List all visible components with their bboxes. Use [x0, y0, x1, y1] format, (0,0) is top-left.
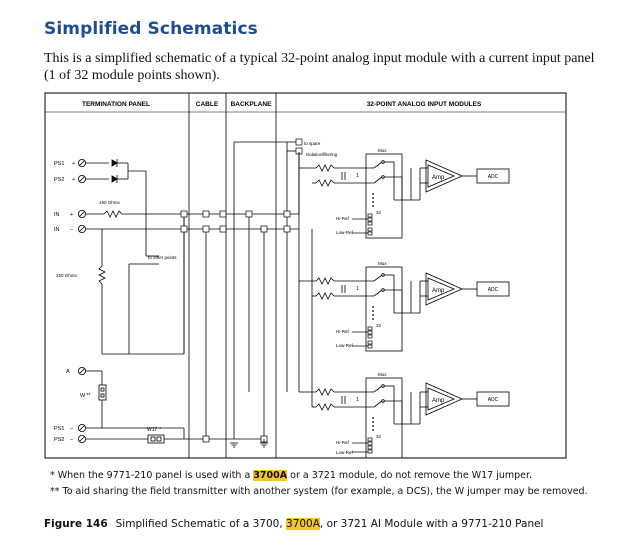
- svg-text:Amp: Amp: [432, 398, 445, 404]
- svg-text:Low-Ref: Low-Ref: [336, 230, 354, 235]
- caption-highlight: 3700A: [286, 518, 320, 530]
- svg-text:PS1: PS1: [54, 426, 64, 432]
- footnote-2: ** To aid sharing the field transmitter …: [50, 486, 588, 497]
- svg-text:32: 32: [376, 434, 382, 439]
- svg-text:ADC: ADC: [488, 397, 499, 403]
- module-2: 1 Mux 32 Hi-Ref Low-Ref Amp ADC: [315, 261, 510, 352]
- svg-text:–: –: [70, 437, 74, 443]
- header-modules: 32-POINT ANALOG INPUT MODULES: [367, 101, 482, 108]
- svg-text:PS2: PS2: [54, 437, 64, 443]
- terminal-icons: [78, 158, 86, 444]
- w17-label: W17*: [147, 427, 161, 433]
- module-1: 1 Mux 32 Hi-Ref Low-Ref Amp ADC: [315, 148, 510, 239]
- svg-text:32: 32: [376, 323, 382, 328]
- w-jumper: [86, 370, 107, 428]
- svg-text:32: 32: [376, 210, 382, 215]
- header-termination-panel: TERMINATION PANEL: [82, 101, 150, 108]
- svg-text:A: A: [66, 369, 70, 375]
- intro-paragraph: This is a simplified schematic of a typi…: [44, 51, 595, 83]
- svg-text:IN: IN: [54, 212, 60, 218]
- svg-text:Hi-Ref: Hi-Ref: [336, 329, 350, 334]
- resistor-180-icon: [86, 210, 299, 218]
- header-cable: CABLE: [196, 101, 219, 108]
- svg-text:1: 1: [356, 286, 359, 292]
- res-180-label: 180 Ohms: [99, 200, 121, 205]
- w-jumper-label: W**: [80, 393, 91, 399]
- svg-text:IN: IN: [54, 227, 60, 233]
- svg-text:PS2: PS2: [54, 177, 64, 183]
- svg-text:PS1: PS1: [54, 161, 64, 167]
- header-backplane: BACKPLANE: [231, 101, 272, 108]
- schematic-diagram: TERMINATION PANEL CABLE BACKPLANE 32-POI…: [44, 92, 567, 459]
- to-other-points-label: to other points: [148, 255, 177, 260]
- svg-text:–: –: [70, 426, 74, 432]
- diode-icons: [86, 159, 147, 244]
- svg-text:Mux: Mux: [378, 261, 387, 266]
- svg-text:+: +: [72, 177, 75, 183]
- svg-text:+: +: [70, 212, 73, 218]
- svg-text:Amp: Amp: [432, 175, 445, 181]
- to-spare-label: to spare: [304, 141, 321, 146]
- svg-text:+: +: [72, 161, 75, 167]
- svg-text:–: –: [70, 227, 74, 233]
- section-title: Simplified Schematics: [44, 19, 258, 39]
- ground-icon: [260, 439, 268, 448]
- svg-text:Amp: Amp: [432, 288, 445, 294]
- module-3: 1 Mux 32 Hi-Ref Low-Ref Amp ADC: [315, 372, 510, 459]
- svg-text:Low-Ref: Low-Ref: [336, 343, 354, 348]
- svg-text:Low-Ref: Low-Ref: [336, 450, 354, 455]
- footnote-1: * When the 9771-210 panel is used with a…: [50, 470, 533, 481]
- svg-text:1: 1: [356, 397, 359, 403]
- resistor-250-icon: [98, 229, 106, 354]
- svg-text:Mux: Mux: [378, 372, 387, 377]
- terminal-labels: PS1 + PS2 + IN + IN – A PS1 – PS2 –: [54, 161, 75, 443]
- figure-number: Figure 146: [44, 518, 108, 530]
- svg-text:Hi-Ref: Hi-Ref: [336, 216, 350, 221]
- connector-icons: [180, 138, 303, 443]
- res-250-label: 250 Ohms: [56, 273, 78, 278]
- svg-text:ADC: ADC: [488, 287, 499, 293]
- svg-text:1: 1: [356, 173, 359, 179]
- w17-jumper: [147, 434, 165, 444]
- highlight-3700a: 3700A: [253, 470, 288, 481]
- isolation-filtering-label: Isolation/filtering: [306, 152, 338, 157]
- svg-text:ADC: ADC: [488, 174, 499, 180]
- svg-text:Hi-Ref: Hi-Ref: [336, 440, 350, 445]
- svg-text:Mux: Mux: [378, 148, 387, 153]
